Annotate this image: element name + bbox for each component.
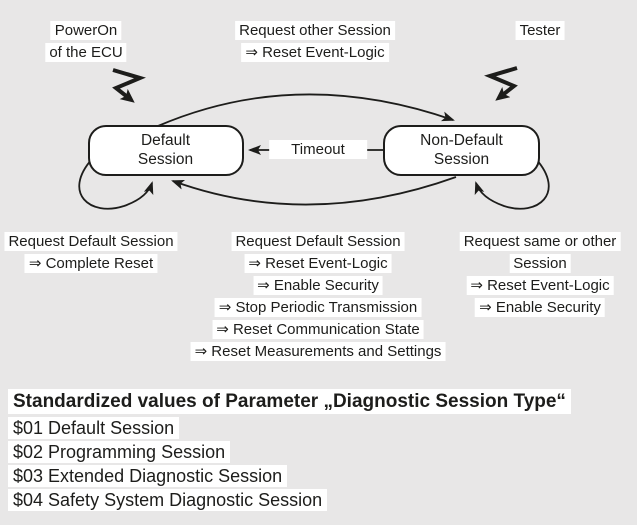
default-session-state-box [88,125,244,176]
default-session-state-label: Default Session [88,125,243,175]
non-default-session-state-label: Non-Default Session [383,125,540,175]
tester-label-line: Tester [515,21,565,40]
state-label-line: Session [433,151,490,168]
state-label-line: Non-Default [420,132,503,149]
power-on-label-line: PowerOn [50,21,122,40]
default-session-self-loop-arrow [78,158,154,210]
transition-label-line: ⇒ Reset Communication State [212,320,424,339]
request-other-session-label: Request other Session ⇒ Reset Event-Logi… [235,21,395,65]
timeout-label: Timeout [269,140,367,162]
request-same-or-other-session-label: Request same or other Session ⇒ Reset Ev… [459,232,621,320]
transition-label-line: ⇒ Reset Event-Logic [466,276,614,295]
power-on-label-line: of the ECU [45,43,127,62]
transition-label-line: ⇒ Reset Measurements and Settings [190,342,446,361]
legend-item: $02 Programming Session [8,441,231,463]
transition-label-line: ⇒ Reset Event-Logic [244,254,392,273]
request-default-complete-reset-label: Request Default Session ⇒ Complete Reset [4,232,178,276]
non-default-session-state-box [383,125,540,176]
legend-item: $03 Extended Diagnostic Session [8,465,288,487]
transition-label-line: ⇒ Complete Reset [24,254,158,273]
standardized-values-legend: Standardized values of Parameter „Diagno… [8,389,571,513]
transition-label-line: ⇒ Stop Periodic Transmission [214,298,422,317]
request-other-session-arrow [157,93,455,127]
legend-title: Standardized values of Parameter „Diagno… [8,389,571,414]
transition-label-line: ⇒ Enable Security [253,276,383,295]
power-on-label: PowerOn of the ECU [45,21,127,65]
request-default-session-arrow [171,176,457,206]
transition-label-line: Request same or other [459,232,621,251]
transition-label-line: Request other Session [235,21,395,40]
legend-item: $04 Safety System Diagnostic Session [8,489,328,511]
transition-label-line: Request Default Session [4,232,178,251]
legend-item: $01 Default Session [8,417,180,439]
request-default-session-label: Request Default Session ⇒ Reset Event-Lo… [190,232,446,364]
state-label-line: Default [140,132,191,149]
tester-label: Tester [515,21,565,43]
transition-label-line: Request Default Session [231,232,405,251]
timeout-label-line: Timeout [269,140,367,159]
transition-label-line: Session [509,254,571,273]
transition-label-line: ⇒ Reset Event-Logic [241,43,389,62]
non-default-session-self-loop-arrow [474,158,550,210]
transition-label-line: ⇒ Enable Security [475,298,605,317]
state-label-line: Session [137,151,194,168]
power-on-lightning-icon [112,68,146,103]
tester-lightning-icon [484,66,518,101]
